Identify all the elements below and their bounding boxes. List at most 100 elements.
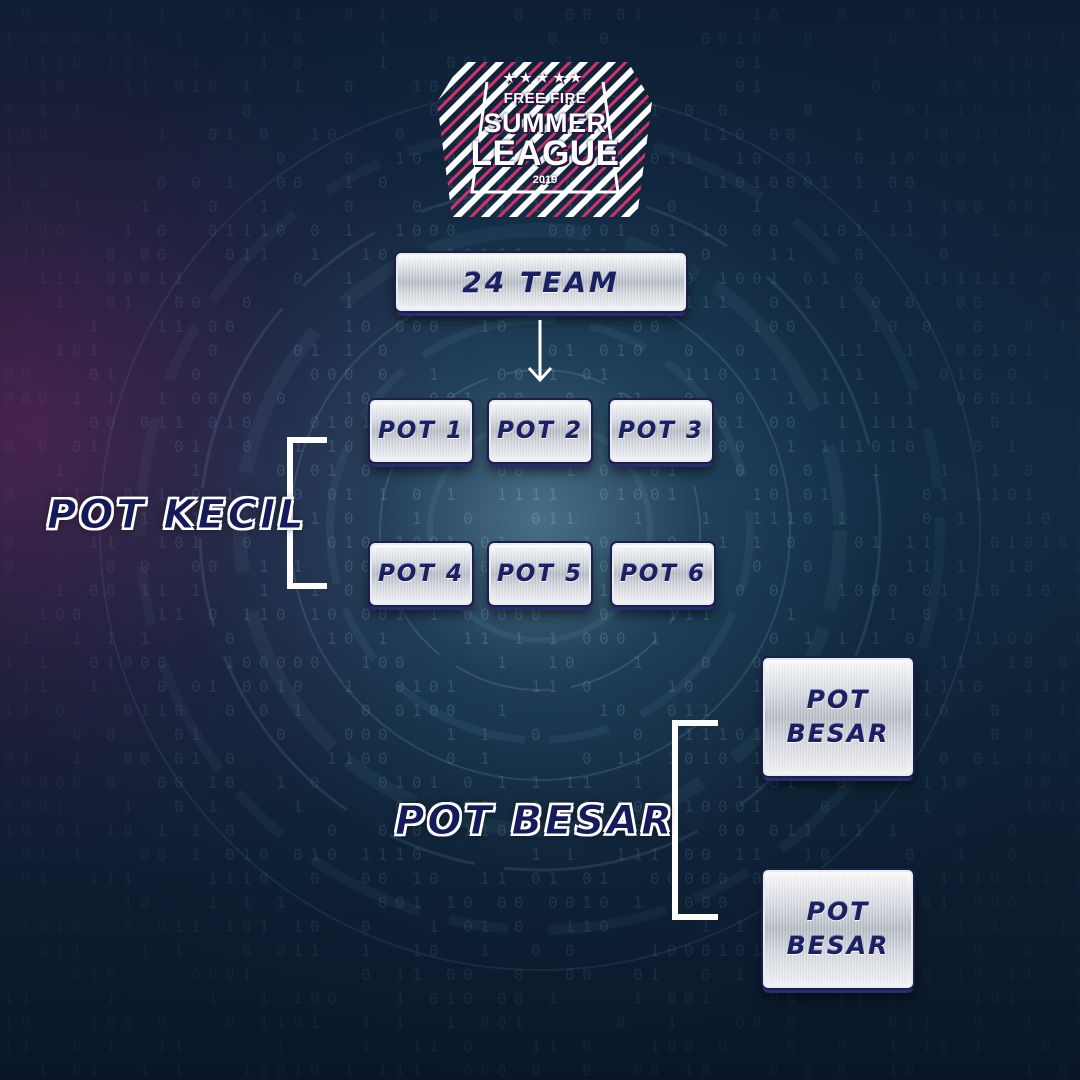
binary-digit: 1: [4, 701, 14, 720]
binary-digit: 0: [412, 221, 422, 240]
binary-digit: 1: [990, 269, 1000, 288]
binary-digit: 1: [684, 149, 694, 168]
binary-digit: 0: [837, 221, 847, 240]
binary-digit: 0: [752, 269, 762, 288]
binary-digit: 0: [276, 605, 286, 624]
binary-digit: 0: [106, 965, 116, 984]
binary-digit: 0: [1075, 557, 1080, 576]
binary-digit: 0: [1007, 197, 1017, 216]
binary-digit: 1: [1075, 725, 1080, 744]
binary-digit: 1: [89, 965, 99, 984]
binary-digit: 1: [344, 749, 354, 768]
binary-digit: 1: [820, 221, 830, 240]
binary-digit: 1: [123, 869, 133, 888]
binary-digit: 0: [973, 197, 983, 216]
binary-digit: 0: [990, 893, 1000, 912]
binary-digit: 1: [616, 149, 626, 168]
binary-digit: 1: [259, 245, 269, 264]
binary-digit: 1: [378, 485, 388, 504]
binary-digit: 1: [990, 149, 1000, 168]
binary-digit: 1: [735, 149, 745, 168]
binary-digit: 0: [769, 1061, 779, 1080]
binary-digit: 1: [854, 437, 864, 456]
binary-digit: 0: [1075, 101, 1080, 120]
binary-digit: 0: [293, 29, 303, 48]
binary-digit: 0: [1007, 365, 1017, 384]
binary-digit: 1: [310, 1013, 320, 1032]
binary-digit: 0: [259, 701, 269, 720]
binary-digit: 0: [276, 653, 286, 672]
binary-digit: 1: [276, 773, 286, 792]
binary-digit: 1: [55, 461, 65, 480]
binary-digit: 1: [1024, 1013, 1034, 1032]
binary-digit: 0: [956, 389, 966, 408]
binary-digit: 0: [344, 437, 354, 456]
binary-digit: 1: [157, 1037, 167, 1056]
binary-digit: 0: [446, 389, 456, 408]
binary-digit: 1: [1024, 389, 1034, 408]
binary-digit: 0: [89, 365, 99, 384]
binary-digit: 1: [174, 317, 184, 336]
binary-digit: 0: [191, 677, 201, 696]
binary-digit: 1: [174, 917, 184, 936]
binary-digit: 1: [395, 1061, 405, 1080]
binary-digit: 1: [514, 821, 524, 840]
binary-digit: 0: [259, 869, 269, 888]
binary-digit: 0: [480, 1061, 490, 1080]
binary-digit: 1: [854, 365, 864, 384]
binary-digit: 1: [684, 725, 694, 744]
binary-digit: 0: [939, 365, 949, 384]
binary-digit: 0: [429, 101, 439, 120]
binary-digit: 1: [38, 53, 48, 72]
binary-digit: 1: [106, 53, 116, 72]
binary-digit: 0: [429, 989, 439, 1008]
binary-digit: 0: [752, 869, 762, 888]
binary-digit: 0: [599, 341, 609, 360]
binary-digit: 0: [225, 965, 235, 984]
binary-digit: 1: [973, 1037, 983, 1056]
binary-digit: 1: [429, 605, 439, 624]
binary-digit: 1: [259, 29, 269, 48]
binary-digit: 0: [990, 869, 1000, 888]
binary-digit: 0: [89, 653, 99, 672]
binary-digit: 1: [157, 317, 167, 336]
binary-digit: 1: [310, 509, 320, 528]
binary-digit: 0: [684, 845, 694, 864]
binary-digit: 1: [684, 365, 694, 384]
binary-digit: 0: [72, 1061, 82, 1080]
binary-digit: 1: [174, 269, 184, 288]
binary-digit: 1: [956, 965, 966, 984]
pot-6-label: POT 6: [619, 561, 707, 587]
binary-digit: 0: [242, 653, 252, 672]
binary-digit: 1: [412, 941, 422, 960]
binary-digit: 0: [378, 821, 388, 840]
binary-digit: 1: [871, 317, 881, 336]
binary-digit: 0: [786, 1013, 796, 1032]
binary-digit: 1: [157, 485, 167, 504]
binary-digit: 0: [1075, 821, 1080, 840]
binary-digit: 0: [225, 317, 235, 336]
binary-digit: 1: [191, 77, 201, 96]
pot-besar-bracket: [672, 720, 718, 920]
binary-digit: 0: [1024, 941, 1034, 960]
binary-digit: 0: [582, 797, 592, 816]
binary-digit: 1: [480, 725, 490, 744]
binary-digit: 1: [38, 653, 48, 672]
binary-digit: 0: [956, 77, 966, 96]
binary-digit: 0: [123, 749, 133, 768]
binary-digit: 1: [344, 677, 354, 696]
binary-digit: 0: [463, 605, 473, 624]
binary-digit: 1: [956, 677, 966, 696]
binary-digit: 0: [191, 485, 201, 504]
binary-digit: 1: [157, 701, 167, 720]
binary-digit: 1: [752, 485, 762, 504]
binary-digit: 0: [548, 221, 558, 240]
binary-digit: 1: [871, 197, 881, 216]
binary-digit: 1: [939, 485, 949, 504]
binary-digit: 0: [599, 29, 609, 48]
binary-digit: 0: [310, 413, 320, 432]
binary-digit: 1: [752, 77, 762, 96]
binary-digit: 0: [582, 365, 592, 384]
binary-digit: 1: [157, 5, 167, 24]
binary-digit: 0: [1041, 1037, 1051, 1056]
